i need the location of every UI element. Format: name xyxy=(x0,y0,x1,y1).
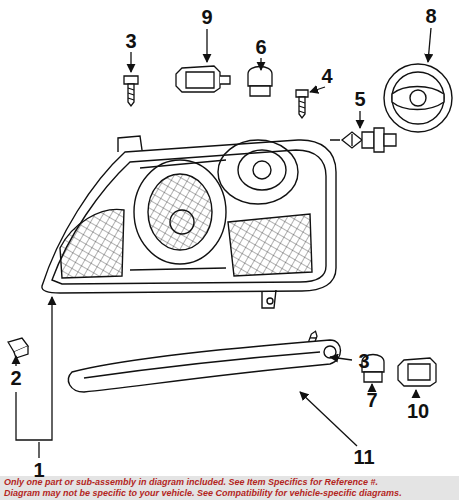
trim-strip xyxy=(68,340,340,392)
wedge-bulb xyxy=(364,372,382,382)
callout-number: 7 xyxy=(366,390,377,410)
leader-line xyxy=(359,111,360,128)
callout-number: 9 xyxy=(201,7,212,27)
headlamp-housing xyxy=(262,290,276,308)
bolt xyxy=(128,84,134,106)
bulb-socket xyxy=(176,66,220,92)
trim-strip xyxy=(68,340,340,392)
leader-line xyxy=(330,357,352,360)
leader-line xyxy=(206,29,207,62)
callout-number: 4 xyxy=(321,66,332,86)
callout-number: 10 xyxy=(407,401,429,421)
bolt xyxy=(299,101,305,113)
bulb-socket xyxy=(176,66,230,92)
callout-number: 11 xyxy=(353,447,374,467)
callout-number: 2 xyxy=(10,368,21,388)
bulb-cap xyxy=(392,72,444,124)
bolt xyxy=(296,90,308,118)
headlamp-bulb xyxy=(330,128,396,152)
footer-note: Diagram may not be specific to your vehi… xyxy=(4,489,402,499)
leader-line xyxy=(371,384,372,389)
leader-line xyxy=(428,28,431,62)
headlamp-housing xyxy=(42,136,336,308)
bolt xyxy=(299,97,305,118)
headlamp-housing xyxy=(130,160,226,270)
bolt xyxy=(124,76,138,106)
headlamp-housing xyxy=(42,140,336,293)
clip xyxy=(8,338,28,358)
bulb-cap xyxy=(384,64,452,132)
leader-line xyxy=(415,390,416,398)
leader-line xyxy=(130,52,131,72)
leader-line xyxy=(300,392,357,446)
leader-line xyxy=(16,28,431,458)
bulb-cap xyxy=(392,87,444,110)
headlamp-housing xyxy=(134,160,226,264)
headlamp-housing xyxy=(52,150,326,284)
callout-number: 6 xyxy=(255,37,266,57)
headlamp-bulb xyxy=(330,134,352,146)
callout-number: 3 xyxy=(125,31,136,51)
footer-note: Only one part or sub-assembly in diagram… xyxy=(4,478,378,488)
headlamp-housing xyxy=(148,174,212,250)
bulb-cap xyxy=(410,90,426,106)
trim-strip xyxy=(324,346,336,358)
leader-line xyxy=(260,58,261,70)
bulb-socket xyxy=(186,72,214,88)
bulb-socket xyxy=(398,358,436,386)
bolt xyxy=(296,90,308,97)
headlamp-housing xyxy=(60,209,124,278)
callout-number: 1 xyxy=(33,460,44,480)
headlamp-bulb xyxy=(384,134,396,146)
headlamp-bulb xyxy=(362,132,374,148)
wedge-bulb xyxy=(250,86,270,96)
bolt xyxy=(128,88,134,100)
wedge-bulb xyxy=(248,67,272,87)
headlamp-housing xyxy=(228,214,312,276)
bulb-socket xyxy=(398,358,436,386)
leader-line xyxy=(15,356,16,366)
bolt xyxy=(124,76,138,84)
callout-number: 8 xyxy=(425,6,436,26)
bulb-cap xyxy=(384,64,452,132)
bulb-socket xyxy=(408,364,430,380)
headlamp-housing xyxy=(218,140,298,204)
headlamp-bulb xyxy=(374,128,384,152)
trim-strip xyxy=(84,352,320,378)
headlamp-housing xyxy=(170,210,194,234)
callout-number: 3 xyxy=(358,351,369,371)
headlamp-housing xyxy=(238,150,286,190)
leader-line xyxy=(38,442,39,458)
headlamp-housing xyxy=(267,298,273,304)
wedge-bulb xyxy=(248,67,272,97)
callout-number: 5 xyxy=(354,89,365,109)
bulb-socket xyxy=(220,76,230,84)
leader-line xyxy=(310,87,325,92)
headlamp-housing xyxy=(253,161,271,179)
headlamp-housing xyxy=(118,136,142,152)
